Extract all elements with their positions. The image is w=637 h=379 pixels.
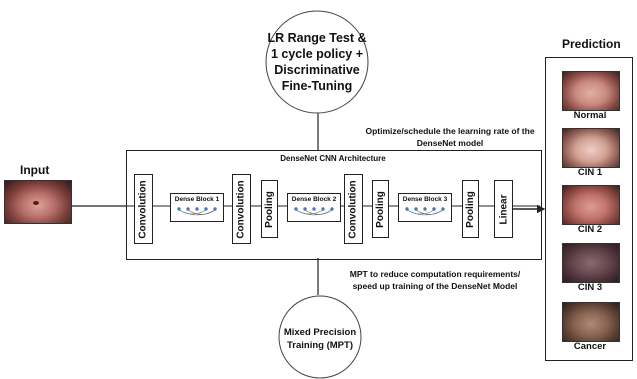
input-image-os xyxy=(33,201,39,205)
layer-linear: Linear xyxy=(494,180,513,238)
dense-block-1-label: Dense Block 1 xyxy=(174,196,220,203)
layer-convolution-3: Convolution xyxy=(344,174,363,244)
mpt-circle-label: Mixed Precision Training (MPT) xyxy=(275,326,365,352)
mpt-line-2: Training (MPT) xyxy=(287,340,353,351)
layer-pooling-2: Pooling xyxy=(372,180,389,238)
layer-pooling-3: Pooling xyxy=(462,180,479,238)
prediction-label: Prediction xyxy=(562,37,621,51)
lr-circle xyxy=(265,10,369,114)
layer-convolution-3-label: Convolution xyxy=(348,179,360,239)
layer-convolution-1-label: Convolution xyxy=(138,179,150,239)
lr-note: Optimize/schedule the learning rate of t… xyxy=(350,125,550,149)
dense-block-2: Dense Block 2 xyxy=(287,193,341,222)
dense-block-1-connections-icon xyxy=(177,207,217,216)
layer-pooling-1: Pooling xyxy=(261,180,278,238)
dense-block-2-label: Dense Block 2 xyxy=(291,196,337,203)
prediction-panel xyxy=(545,57,633,361)
layer-linear-label: Linear xyxy=(498,193,510,225)
lr-circle-label: LR Range Test & 1 cycle policy + Discrim… xyxy=(262,30,372,94)
lr-line-2: 1 cycle policy + xyxy=(270,47,364,61)
prediction-class-cancer: Cancer xyxy=(573,341,607,352)
prediction-image-normal xyxy=(562,71,620,111)
input-label: Input xyxy=(20,163,50,177)
prediction-class-normal: Normal xyxy=(573,110,607,121)
prediction-image-cin2 xyxy=(562,185,620,225)
prediction-class-cin1: CIN 1 xyxy=(577,167,603,178)
layer-pooling-3-label: Pooling xyxy=(465,190,477,228)
layer-convolution-1: Convolution xyxy=(134,174,153,244)
layer-convolution-2-label: Convolution xyxy=(236,179,248,239)
lr-line-4: Fine-Tuning xyxy=(281,79,353,93)
prediction-class-cin3: CIN 3 xyxy=(577,282,603,293)
dense-block-2-connections-icon xyxy=(294,207,334,216)
mpt-line-1: Mixed Precision xyxy=(283,327,357,338)
lr-note-line-2: DenseNet model xyxy=(416,138,484,148)
layer-convolution-2: Convolution xyxy=(232,174,251,244)
mpt-note-line-1: MPT to reduce computation requirements/ xyxy=(349,269,521,279)
prediction-image-cin1 xyxy=(562,128,620,168)
mpt-note: MPT to reduce computation requirements/ … xyxy=(330,268,540,292)
prediction-class-cin2: CIN 2 xyxy=(577,224,603,235)
dense-block-3-label: Dense Block 3 xyxy=(402,196,448,203)
mpt-note-line-2: speed up training of the DenseNet Model xyxy=(352,281,518,291)
input-image xyxy=(4,180,72,224)
layer-pooling-1-label: Pooling xyxy=(264,190,276,228)
mpt-circle xyxy=(278,295,362,379)
prediction-image-cin3 xyxy=(562,243,620,283)
dense-block-1: Dense Block 1 xyxy=(170,193,224,222)
lr-line-3: Discriminative xyxy=(274,63,360,77)
lr-note-line-1: Optimize/schedule the learning rate of t… xyxy=(365,126,535,136)
architecture-title: DenseNet CNN Architecture xyxy=(280,154,386,163)
dense-block-3: Dense Block 3 xyxy=(398,193,452,222)
densenet-architecture-box xyxy=(126,150,542,260)
prediction-image-cancer xyxy=(562,302,620,342)
dense-block-3-connections-icon xyxy=(405,207,445,216)
lr-line-1: LR Range Test & xyxy=(267,31,367,45)
layer-pooling-2-label: Pooling xyxy=(375,190,387,228)
